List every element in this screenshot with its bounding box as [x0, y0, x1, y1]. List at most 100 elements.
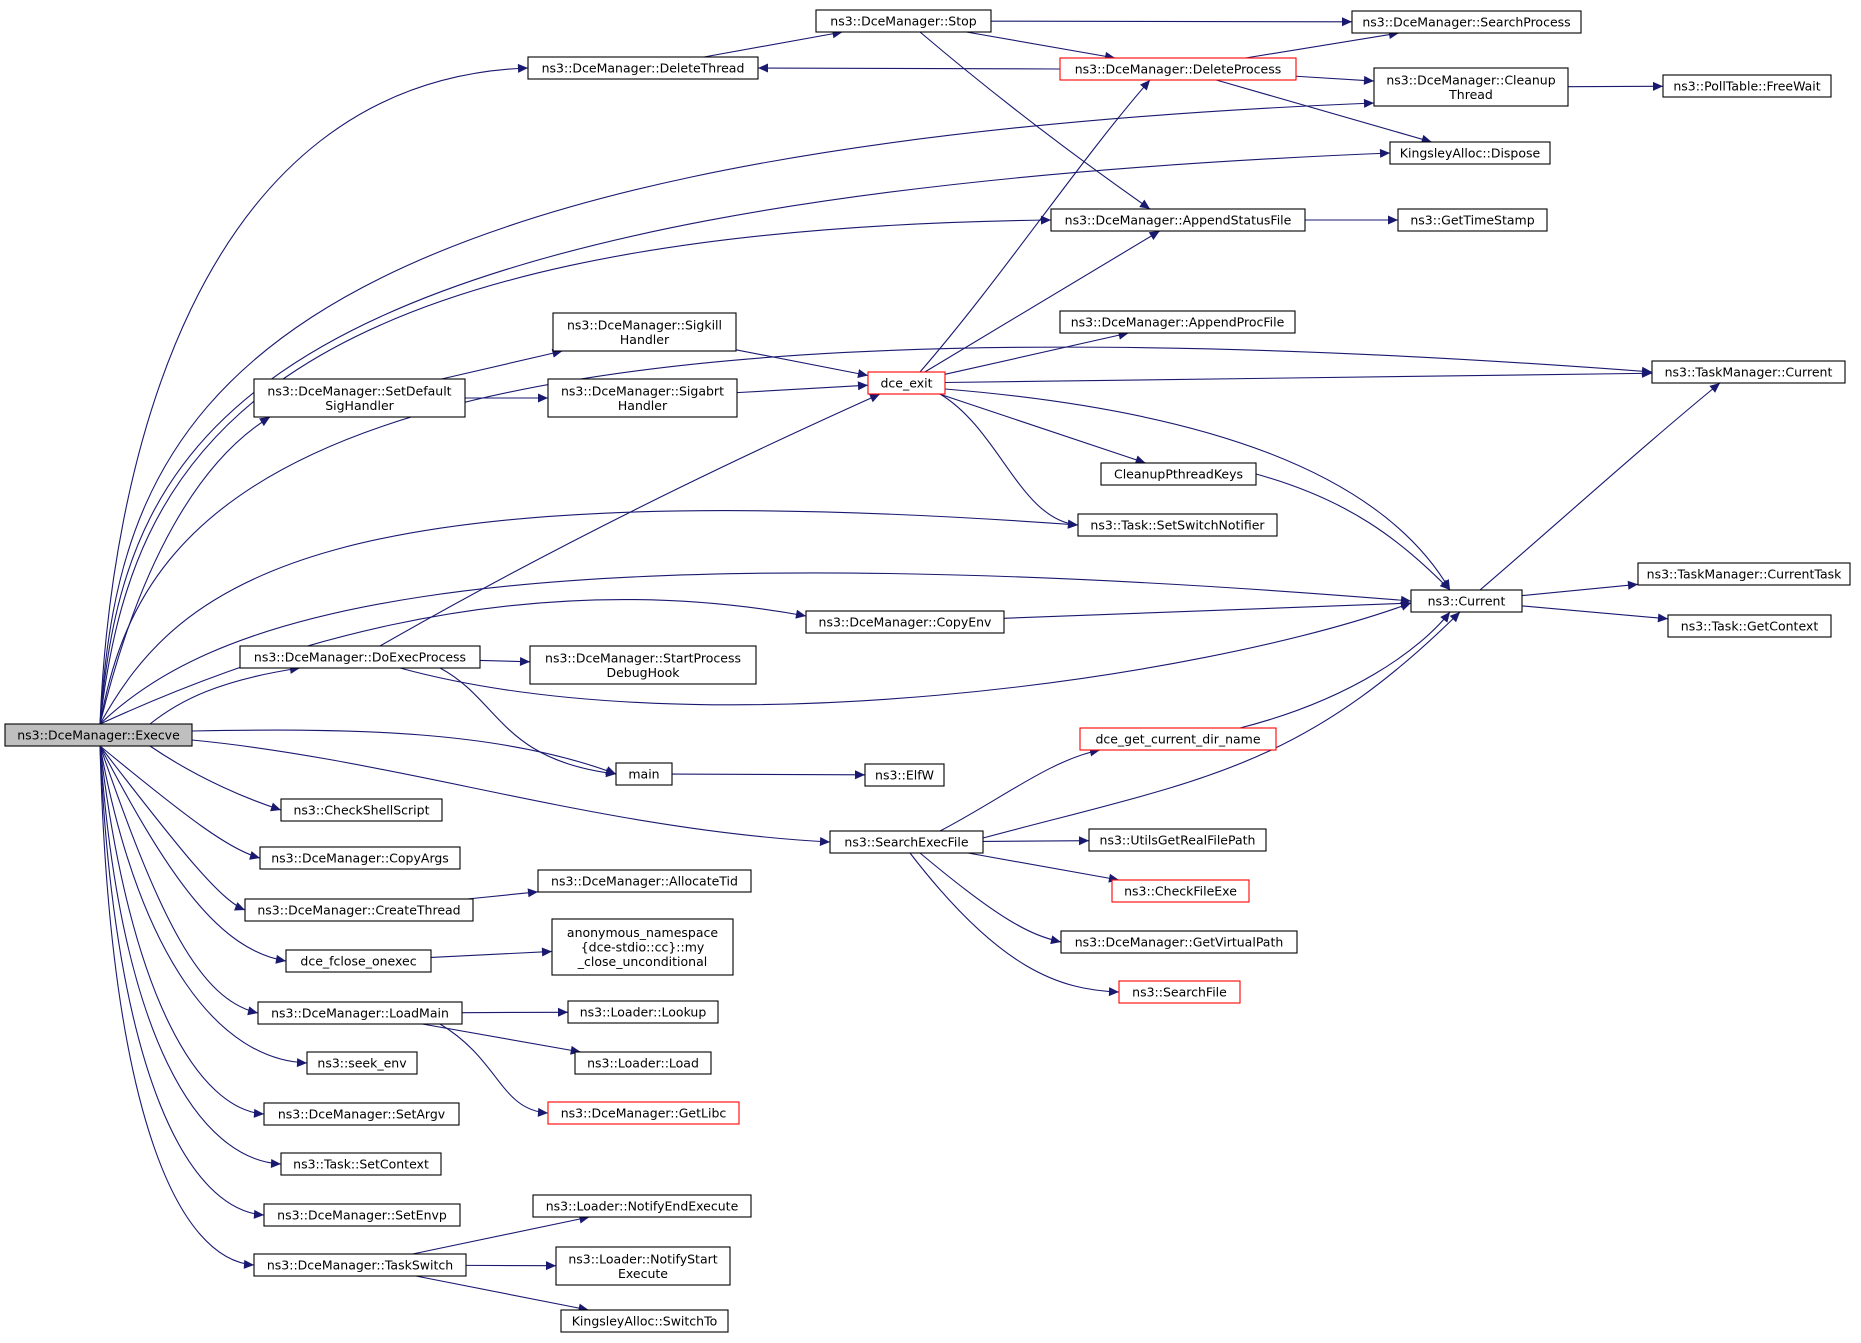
node-copyargs[interactable]: ns3::DceManager::CopyArgs — [259, 846, 461, 870]
node-execve[interactable]: ns3::DceManager::Execve — [4, 723, 193, 747]
edge-loadmain-to-getlibc — [439, 1023, 549, 1117]
edge-deleteprocess-to-cleanupthread — [1295, 75, 1375, 85]
node-setargv[interactable]: ns3::DceManager::SetArgv — [263, 1102, 460, 1126]
edge-execve-to-searchexec — [191, 739, 831, 846]
node-setswitchnotifier[interactable]: ns3::Task::SetSwitchNotifier — [1077, 513, 1278, 537]
edge-searchexec-to-getvirtual — [919, 852, 1062, 945]
edge-execve-to-copyargs-line — [99, 745, 261, 859]
node-stop[interactable]: ns3::DceManager::Stop — [815, 9, 992, 33]
node-anonclose-label: {dce-stdio::cc}::my — [581, 940, 705, 955]
node-setenvp[interactable]: ns3::DceManager::SetEnvp — [263, 1203, 461, 1227]
node-seekenv[interactable]: ns3::seek_env — [306, 1051, 418, 1075]
node-getcontext[interactable]: ns3::Task::GetContext — [1667, 614, 1832, 638]
node-searchfile[interactable]: ns3::SearchFile — [1118, 980, 1241, 1004]
edge-current-to-tmcurrent-line — [1479, 382, 1721, 591]
edge-dceexit-to-appendproc — [944, 330, 1129, 375]
node-getlibc[interactable]: ns3::DceManager::GetLibc — [547, 1101, 740, 1125]
node-setcontext[interactable]: ns3::Task::SetContext — [280, 1152, 442, 1176]
node-sigkill-label: ns3::DceManager::Sigkill — [567, 317, 722, 332]
node-getcurdir[interactable]: dce_get_current_dir_name — [1079, 727, 1277, 751]
node-tmcurrent[interactable]: ns3::TaskManager::Current — [1651, 360, 1846, 384]
node-main[interactable]: main — [615, 762, 673, 786]
node-anonclose[interactable]: anonymous_namespace{dce-stdio::cc}::my_c… — [551, 918, 734, 976]
node-searchprocess[interactable]: ns3::DceManager::SearchProcess — [1351, 10, 1582, 34]
node-elfw[interactable]: ns3::ElfW — [864, 763, 945, 787]
node-checkfileexe-box — [1111, 879, 1250, 903]
node-getvirtual[interactable]: ns3::DceManager::GetVirtualPath — [1060, 930, 1298, 954]
node-taskswitch[interactable]: ns3::DceManager::TaskSwitch — [253, 1253, 467, 1277]
node-cleanuppthread[interactable]: CleanupPthreadKeys — [1100, 462, 1257, 486]
node-checkfileexe-label: ns3::CheckFileExe — [1124, 884, 1237, 899]
node-realpath[interactable]: ns3::UtilsGetRealFilePath — [1088, 828, 1267, 852]
edge-getcurdir-to-current-arrowhead — [1440, 612, 1450, 623]
node-fcloseonexec[interactable]: dce_fclose_onexec — [285, 949, 432, 973]
node-setdefaultsig-box — [253, 378, 466, 418]
node-sigabrt-label: ns3::DceManager::Sigabrt — [561, 383, 724, 398]
node-checkshell[interactable]: ns3::CheckShellScript — [280, 798, 443, 822]
node-getvirtual-box — [1060, 930, 1298, 954]
node-copyenv[interactable]: ns3::DceManager::CopyEnv — [805, 610, 1005, 634]
edge-sigabrt-to-dceexit — [736, 381, 869, 394]
edge-execve-to-loadmain-line — [99, 745, 259, 1014]
edge-dceexit-to-cleanuppthread-line — [939, 393, 1146, 464]
node-appendstatus[interactable]: ns3::DceManager::AppendStatusFile — [1050, 208, 1306, 232]
node-dceexit[interactable]: dce_exit — [867, 371, 946, 395]
edge-dceexit-to-tmcurrent-line — [944, 372, 1653, 384]
node-taskswitch-label: ns3::DceManager::TaskSwitch — [267, 1258, 453, 1273]
node-doexec[interactable]: ns3::DceManager::DoExecProcess — [239, 645, 481, 669]
node-allocatetid-label: ns3::DceManager::AllocateTid — [551, 874, 738, 889]
edge-execve-to-loadmain — [99, 745, 259, 1016]
node-deleteprocess[interactable]: ns3::DceManager::DeleteProcess — [1059, 57, 1297, 81]
node-createthread-label: ns3::DceManager::CreateThread — [257, 903, 460, 918]
node-kdispose[interactable]: KingsleyAlloc::Dispose — [1389, 141, 1551, 165]
edge-cleanupthread-to-freewait — [1567, 81, 1664, 91]
node-deletethread[interactable]: ns3::DceManager::DeleteThread — [527, 56, 759, 80]
edge-searchexec-to-checkfileexe — [967, 852, 1120, 883]
node-notifyend[interactable]: ns3::Loader::NotifyEndExecute — [532, 1194, 752, 1218]
node-current[interactable]: ns3::Current — [1410, 589, 1523, 613]
node-deletethread-label: ns3::DceManager::DeleteThread — [542, 61, 745, 76]
edge-stop-to-deleteprocess — [966, 31, 1116, 61]
node-lookup[interactable]: ns3::Loader::Lookup — [567, 1000, 719, 1024]
nodes-layer: ns3::DceManager::Execvens3::DceManager::… — [4, 9, 1851, 1333]
edge-searchexec-to-getvirtual-line — [919, 852, 1062, 943]
node-freewait[interactable]: ns3::PollTable::FreeWait — [1662, 74, 1832, 98]
edge-getcurdir-to-current — [1239, 611, 1451, 729]
edge-deletethread-to-stop — [703, 29, 843, 58]
node-appendproc[interactable]: ns3::DceManager::AppendProcFile — [1059, 310, 1296, 334]
edge-deleteprocess-to-deletethread-line — [757, 67, 1061, 70]
node-notifystart-box — [555, 1246, 731, 1286]
node-currenttask[interactable]: ns3::TaskManager::CurrentTask — [1637, 562, 1851, 586]
node-gettimestamp[interactable]: ns3::GetTimeStamp — [1397, 208, 1548, 232]
edge-searchexec-to-realpath — [982, 836, 1090, 846]
node-checkfileexe[interactable]: ns3::CheckFileExe — [1111, 879, 1250, 903]
edge-execve-to-copyargs — [99, 745, 261, 860]
edge-doexec-to-main-line — [439, 667, 617, 775]
node-anonclose-label: anonymous_namespace — [567, 925, 718, 940]
node-copyargs-label: ns3::DceManager::CopyArgs — [271, 851, 449, 866]
node-load-label: ns3::Loader::Load — [587, 1056, 699, 1071]
edge-current-to-currenttask-line — [1521, 583, 1639, 597]
edge-doexec-to-dceexit-arrowhead — [869, 394, 880, 403]
node-load[interactable]: ns3::Loader::Load — [574, 1051, 712, 1075]
edge-setdefaultsig-to-sigkill-line — [441, 350, 563, 380]
edge-execve-to-setenvp-arrowhead — [253, 1209, 264, 1219]
node-current-box — [1410, 589, 1523, 613]
node-sigabrt-label: Handler — [618, 398, 668, 413]
node-switchto[interactable]: KingsleyAlloc::SwitchTo — [560, 1309, 729, 1333]
node-createthread[interactable]: ns3::DceManager::CreateThread — [244, 898, 474, 922]
edge-searchexec-to-current-arrowhead — [1449, 612, 1460, 623]
node-searchexec[interactable]: ns3::SearchExecFile — [829, 830, 984, 854]
node-allocatetid[interactable]: ns3::DceManager::AllocateTid — [537, 869, 752, 893]
node-loadmain[interactable]: ns3::DceManager::LoadMain — [257, 1001, 463, 1025]
edge-execve-to-copyargs-arrowhead — [249, 851, 260, 860]
node-cleanupthread-label: Thread — [1448, 87, 1493, 102]
node-deleteprocess-box — [1059, 57, 1297, 81]
